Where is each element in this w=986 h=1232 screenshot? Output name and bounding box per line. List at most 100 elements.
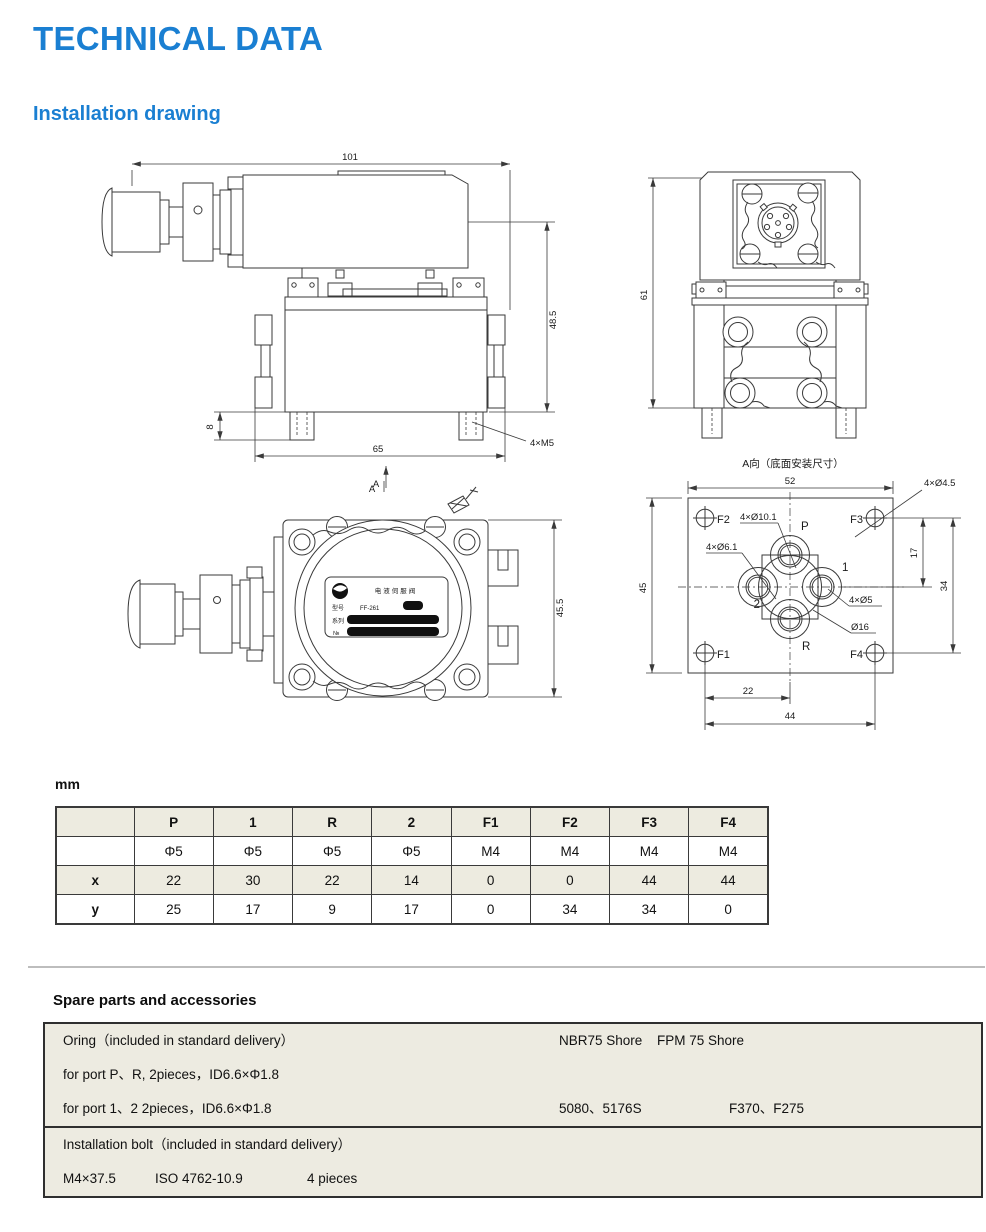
lead-seal xyxy=(447,486,479,514)
header-cell: F2 xyxy=(529,806,611,837)
m5-callout-label: 4×M5 xyxy=(530,438,554,449)
cell: 9 xyxy=(291,894,373,925)
cell: 22 xyxy=(291,865,373,895)
section-divider xyxy=(28,966,985,968)
cell: 0 xyxy=(688,894,769,925)
oring-title: Oring（included in standard delivery） xyxy=(63,1033,295,1048)
cell: 14 xyxy=(371,865,452,895)
mounting-dim-45: 45 xyxy=(638,497,682,674)
cell: 0 xyxy=(450,865,531,895)
end-view-dim-61: 61 xyxy=(639,177,705,409)
page-subtitle: Installation drawing xyxy=(33,103,221,125)
label-port-1: 1 xyxy=(842,562,848,574)
header-cell: R xyxy=(291,806,373,837)
side-view-dim-65: 65 xyxy=(254,408,506,462)
valve-body-end xyxy=(691,279,869,439)
dim-17-label: 17 xyxy=(909,548,920,559)
bolt-title: Installation bolt（included in standard d… xyxy=(63,1137,352,1152)
view-a-tick: A xyxy=(369,481,385,495)
cell: 44 xyxy=(688,865,769,895)
oring-pr-spec: for port P、R, 2pieces，ID6.6×Φ1.8 xyxy=(63,1067,279,1082)
label-f3: F3 xyxy=(850,514,863,526)
corner-hole-f4 xyxy=(863,641,887,665)
cell: M4 xyxy=(529,836,611,866)
cell: 22 xyxy=(133,865,214,895)
callout-4x5: 4×Ø5 xyxy=(849,595,873,606)
page-title: TECHNICAL DATA xyxy=(33,20,324,57)
cell: 34 xyxy=(529,894,611,925)
cell: 0 xyxy=(529,865,611,895)
row-label: y xyxy=(55,894,135,925)
table-row-y: y 25 17 9 17 0 34 34 0 xyxy=(55,894,769,925)
corner-hole-f1 xyxy=(693,641,717,665)
oring-material-fpm: FPM 75 Shore xyxy=(657,1033,745,1048)
connector-top xyxy=(127,566,275,662)
view-a-label: A xyxy=(373,479,380,490)
label-port-r: R xyxy=(802,641,810,653)
corner-hole-f2 xyxy=(693,506,717,530)
port-r xyxy=(770,599,810,639)
cell: Φ5 xyxy=(291,836,373,866)
side-view-dim-8: 8 xyxy=(205,411,290,441)
dim-61-label: 61 xyxy=(639,290,650,301)
cell: 17 xyxy=(371,894,452,925)
mounting-dim-44: 44 xyxy=(704,664,876,730)
spare-box-divider xyxy=(45,1126,981,1128)
side-view-drawing: 101 xyxy=(101,152,559,490)
mounting-callouts: 4×Ø4.5 4×Ø10.1 4×Ø6.1 4×Ø5 Ø16 xyxy=(706,478,955,634)
dim-52-label: 52 xyxy=(785,476,796,487)
label-port-p: P xyxy=(801,521,809,533)
port-1 xyxy=(802,567,842,607)
header-cell: F1 xyxy=(450,806,531,837)
mounting-face-drawing: A向（底面安装尺寸） 52 xyxy=(638,457,961,730)
mounting-dim-17: 17 xyxy=(844,517,932,588)
dim-65-label: 65 xyxy=(373,444,384,455)
mounting-labels: F2 F3 F1 F4 P 1 2 R xyxy=(717,514,863,661)
side-view-m5-callout: 4×M5 xyxy=(471,421,554,449)
header-cell: P xyxy=(133,806,214,837)
nameplate-model-label: 型号 xyxy=(332,604,344,612)
cell: 0 xyxy=(450,894,531,925)
cell: 34 xyxy=(608,894,690,925)
units-label: mm xyxy=(55,776,80,792)
table-row-x: x 22 30 22 14 0 0 44 44 xyxy=(55,865,769,895)
oring-models-nbr: 5080、5176S xyxy=(559,1101,642,1116)
port-p xyxy=(770,535,810,575)
dim-48-5-label: 48.5 xyxy=(548,311,559,330)
safety-wire xyxy=(730,341,749,383)
side-view-dim-48-5: 48.5 xyxy=(468,221,559,413)
side-view-dim-101: 101 xyxy=(131,152,511,310)
top-view-drawing: A xyxy=(127,481,566,701)
mounting-view-title: A向（底面安装尺寸） xyxy=(742,457,844,470)
cell: Φ5 xyxy=(212,836,294,866)
top-view-dim-45-5: 45.5 xyxy=(488,519,566,698)
header-cell: 2 xyxy=(371,806,452,837)
dim-22-label: 22 xyxy=(743,686,754,697)
oring-row-12: for port 1、2 2pieces，ID6.6×Φ1.8 5080、517… xyxy=(45,1092,981,1126)
mounting-dim-34: 34 xyxy=(886,517,961,654)
callout-4x6-1: 4×Ø6.1 xyxy=(706,542,737,553)
header-cell: 1 xyxy=(212,806,294,837)
nameplate-serial-label: № xyxy=(333,630,339,637)
end-view-drawing: 61 xyxy=(639,171,869,439)
cell: M4 xyxy=(688,836,769,866)
mounting-dim-22: 22 xyxy=(704,664,791,704)
nameplate-model-value: FF-261 xyxy=(360,606,380,612)
dim-45-5-label: 45.5 xyxy=(555,599,566,618)
cell: Φ5 xyxy=(133,836,214,866)
header-cell: F4 xyxy=(688,806,769,837)
safety-wire xyxy=(312,526,426,536)
dim-8-label: 8 xyxy=(205,424,216,429)
oring-material-nbr: NBR75 Shore xyxy=(559,1033,643,1048)
label-f2: F2 xyxy=(717,514,730,526)
oring-12-spec: for port 1、2 2pieces，ID6.6×Φ1.8 xyxy=(63,1101,272,1116)
table-row-diameter: Φ5 Φ5 Φ5 Φ5 M4 M4 M4 M4 xyxy=(55,836,769,866)
bolt-spec-row: M4×37.5 ISO 4762-10.9 4 pieces xyxy=(45,1162,981,1196)
cell: 44 xyxy=(608,865,690,895)
callout-o16: Ø16 xyxy=(851,622,869,633)
label-f4: F4 xyxy=(850,649,863,661)
corner-hole-f3 xyxy=(863,506,887,530)
label-port-2: 2 xyxy=(754,599,760,611)
nameplate-series-label: 系列 xyxy=(332,617,344,625)
